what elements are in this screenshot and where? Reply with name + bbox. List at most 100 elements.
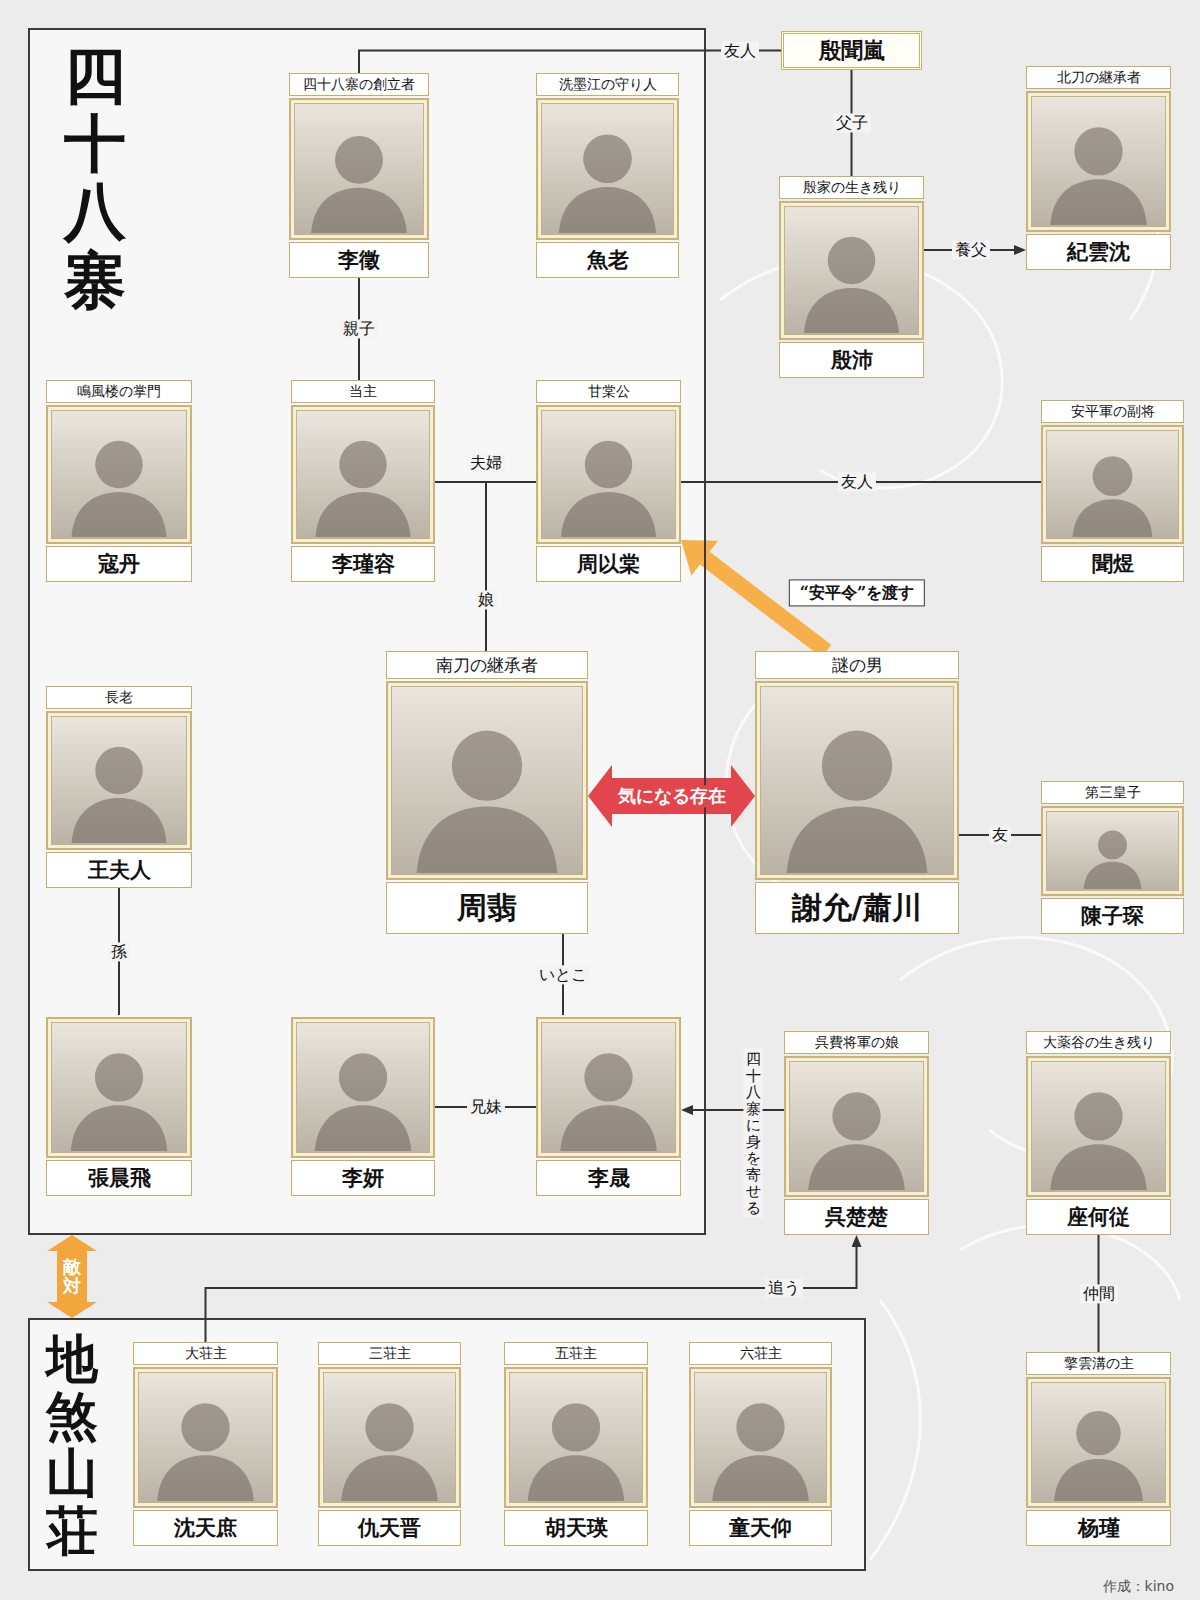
portrait-frame (46, 711, 192, 850)
silhouette-head (736, 1403, 784, 1451)
portrait-silhouette (786, 208, 917, 333)
character-card: 四十八寨の創立者李徵 (289, 73, 429, 278)
character-name: 謝允/蕭川 (755, 882, 959, 934)
silhouette-body (560, 1105, 657, 1151)
character-card: 当主李瑾容 (291, 380, 435, 582)
role-label: 南刀の継承者 (386, 651, 588, 679)
portrait-silhouette (762, 688, 952, 873)
portrait-silhouette (325, 1374, 454, 1501)
portrait-frame (779, 201, 924, 340)
silhouette-head (452, 731, 522, 801)
character-card: 五荘主胡天瑛 (504, 1342, 648, 1546)
portrait-silhouette (543, 105, 672, 233)
portrait-frame (291, 1017, 435, 1158)
role-label: 四十八寨の創立者 (289, 73, 429, 96)
character-card: 六荘主童天仰 (689, 1342, 832, 1546)
portrait-silhouette (53, 1024, 185, 1151)
edge-label: 親子 (340, 319, 378, 338)
portrait-silhouette (1033, 1063, 1164, 1190)
portrait-silhouette (543, 412, 674, 537)
character-name: 殷聞嵐 (819, 36, 885, 66)
edge-label: “安平令”を渡す (789, 579, 925, 606)
group-fill (28, 28, 706, 1235)
silhouette-body (1084, 862, 1142, 889)
portrait-silhouette (511, 1374, 641, 1501)
portrait-frame (536, 98, 679, 240)
character-name: 沈天庶 (133, 1510, 278, 1546)
silhouette-body (72, 492, 167, 537)
silhouette-body (1050, 1144, 1147, 1190)
character-card: 甘棠公周以棠 (536, 380, 681, 582)
silhouette-body (559, 187, 656, 233)
role-label: 五荘主 (504, 1342, 648, 1365)
character-name: 殷沛 (779, 342, 924, 378)
portrait-silhouette (393, 688, 581, 873)
character-name: 周翡 (386, 882, 588, 934)
portrait-silhouette (140, 1374, 271, 1501)
portrait-silhouette (298, 412, 428, 537)
character-name: 仇天晋 (318, 1510, 461, 1546)
silhouette-head (335, 136, 383, 184)
character-card: 大荘主沈天庶 (133, 1342, 278, 1546)
role-label: 擎雲溝の主 (1026, 1352, 1171, 1375)
portrait-silhouette (1033, 1384, 1164, 1501)
character-card: 北刀の継承者紀雲沈 (1026, 66, 1171, 270)
silhouette-body (1054, 1459, 1143, 1501)
edge-label: 追う (765, 1278, 803, 1297)
role-label: 大荘主 (133, 1342, 278, 1365)
portrait-silhouette (53, 412, 185, 537)
swirl-line (720, 257, 1002, 488)
character-card: 擎雲溝の主杨瑾 (1026, 1352, 1171, 1546)
character-card: 南刀の継承者周翡 (386, 651, 588, 934)
silhouette-body (72, 798, 167, 843)
silhouette-head (339, 441, 387, 489)
portrait-silhouette (696, 1374, 825, 1501)
silhouette-head (1074, 1092, 1122, 1140)
edge-label: 孫 (108, 942, 130, 961)
character-card: 三荘主仇天晋 (318, 1342, 461, 1546)
portrait-silhouette (298, 1024, 428, 1151)
character-card: 李晟 (536, 1015, 681, 1196)
connector (486, 482, 536, 651)
connector (57, 1251, 87, 1302)
silhouette-body (712, 1455, 809, 1501)
portrait-frame (46, 405, 192, 544)
silhouette-head (552, 1403, 600, 1451)
edge-label: 夫婦 (467, 453, 505, 472)
character-card: 大薬谷の生き残り座何従 (1026, 1031, 1171, 1235)
role-label: 第三皇子 (1041, 781, 1184, 804)
swirl-line (960, 1225, 1180, 1300)
silhouette-head (95, 441, 143, 489)
portrait-frame (291, 405, 435, 544)
silhouette-head (832, 1092, 880, 1140)
character-name: 座何従 (1026, 1199, 1171, 1235)
portrait-frame (755, 681, 959, 880)
portrait-frame (536, 405, 681, 544)
silhouette-head (95, 1053, 143, 1101)
silhouette-head (1074, 127, 1122, 175)
silhouette-body (804, 288, 899, 333)
group-fill (28, 1318, 866, 1571)
connector (206, 1247, 857, 1342)
role-label: 呉費将軍の娘 (784, 1031, 929, 1054)
swirl-line (870, 1300, 920, 1560)
name-box: 殷聞嵐 (781, 31, 922, 70)
portrait-frame (1026, 91, 1171, 232)
silhouette-head (822, 731, 892, 801)
silhouette-body (341, 1455, 438, 1501)
group-box: 四十八寨四十八寨の創立者李徵洗墨江の守り人魚老鳴風楼の掌門寇丹当主李瑾容甘棠公周… (28, 28, 706, 1235)
character-card: 殷家の生き残り殷沛 (779, 176, 924, 378)
portrait-silhouette (1048, 432, 1177, 537)
silhouette-head (95, 747, 143, 795)
character-card: 謎の男謝允/蕭川 (755, 651, 959, 934)
portrait-frame (1041, 425, 1184, 544)
character-card: 李妍 (291, 1015, 435, 1196)
edge-label: 友人 (721, 41, 759, 60)
role-label: 謎の男 (755, 651, 959, 679)
silhouette-body (316, 492, 411, 537)
credit-note: 作成：kino (1103, 1578, 1174, 1596)
character-card: 洗墨江の守り人魚老 (536, 73, 679, 278)
portrait-frame (536, 1017, 681, 1158)
